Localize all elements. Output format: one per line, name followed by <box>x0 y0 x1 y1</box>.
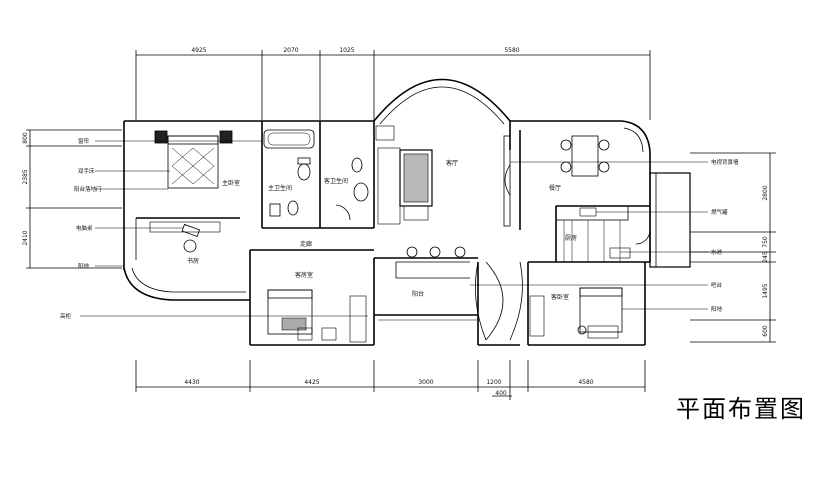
dim-bottom-4: 1200 <box>486 379 501 386</box>
guest-bath-fixtures <box>335 157 369 221</box>
label-guest-room: 客房室 <box>295 271 313 279</box>
dim-bottom-1: 4430 <box>184 379 199 386</box>
callout-tv-wall: 电视背景墙 <box>711 158 739 166</box>
callout-curtain: 窗帘 <box>78 137 90 145</box>
callout-sink: 水池 <box>711 248 723 256</box>
dim-top-4: 5580 <box>504 47 519 54</box>
kitchen-counter <box>555 205 651 262</box>
bathtub <box>263 129 315 149</box>
room-labels: 主卧室 主卫生间 客卫生间 客厅 餐厅 厨房 走廊 书房 客房室 阳台 客卧室 <box>187 159 577 301</box>
plants <box>406 246 466 258</box>
label-living: 客厅 <box>446 159 458 167</box>
dim-top-1: 4925 <box>191 47 206 54</box>
master-bed <box>154 130 233 189</box>
label-master-bath: 主卫生间 <box>268 184 292 192</box>
tv-cabinet <box>503 135 511 227</box>
sofa-set <box>375 125 433 225</box>
dim-left-2: 2385 <box>22 169 29 184</box>
label-guest-bath: 客卫生间 <box>324 177 348 185</box>
callout-computer-desk: 电脑桌 <box>76 224 93 232</box>
callout-gas-tank: 燃气罐 <box>711 208 728 216</box>
balcony-storage <box>378 261 523 341</box>
label-balcony: 阳台 <box>412 290 424 298</box>
dim-top-3: 1025 <box>339 47 354 54</box>
callout-bar-counter: 吧台 <box>711 281 723 289</box>
callouts-left: 窗帘 双手床 阳台落地门 电脑桌 阳地 高柜 <box>60 137 368 320</box>
dim-left-1: 800 <box>22 132 29 144</box>
label-kitchen: 厨房 <box>565 234 577 242</box>
callout-floor-right: 阳地 <box>711 305 723 313</box>
dim-bottom-5: 4580 <box>578 379 593 386</box>
guest-bedroom-furniture <box>529 287 623 339</box>
dim-left-3: 2410 <box>22 230 29 245</box>
plan-title: 平面布置图 <box>676 395 806 423</box>
dimension-left: 800 2385 2410 <box>22 129 122 269</box>
label-corridor: 走廊 <box>300 240 312 248</box>
dim-bottom-2: 4425 <box>304 379 319 386</box>
callout-balcony-door: 阳台落地门 <box>74 185 102 193</box>
master-toilet <box>269 157 311 217</box>
dim-bottom-3: 3000 <box>418 379 433 386</box>
label-study: 书房 <box>187 257 199 265</box>
dim-bottom-6: 400 <box>495 390 507 397</box>
label-master-bedroom: 主卧室 <box>222 179 240 187</box>
computer-desk <box>181 223 201 253</box>
callout-bed: 双手床 <box>78 167 95 175</box>
dim-right-2: 750 <box>762 236 769 248</box>
dimension-bottom: 4430 4425 3000 1200 4580 400 <box>135 360 646 400</box>
guest-bed <box>267 289 367 343</box>
wardrobe <box>135 217 232 260</box>
label-dining: 餐厅 <box>549 184 561 192</box>
dim-right-3: 245 <box>762 251 769 263</box>
callouts-right: 电视背景墙 燃气罐 水池 吧台 阳地 <box>470 158 739 313</box>
dim-right-1: 2800 <box>762 185 769 200</box>
dimension-top: 4925 2070 1025 5580 <box>135 47 651 120</box>
callout-tall-cabinet: 高柜 <box>60 312 72 320</box>
label-guest-bedroom: 客卧室 <box>551 293 569 301</box>
dim-right-5: 600 <box>762 325 769 337</box>
dining-table <box>560 135 610 177</box>
dim-right-4: 1495 <box>762 283 769 298</box>
dimension-right: 2800 750 245 1495 600 <box>690 152 776 343</box>
callout-floor: 阳地 <box>78 262 90 270</box>
dim-top-2: 2070 <box>283 47 298 54</box>
